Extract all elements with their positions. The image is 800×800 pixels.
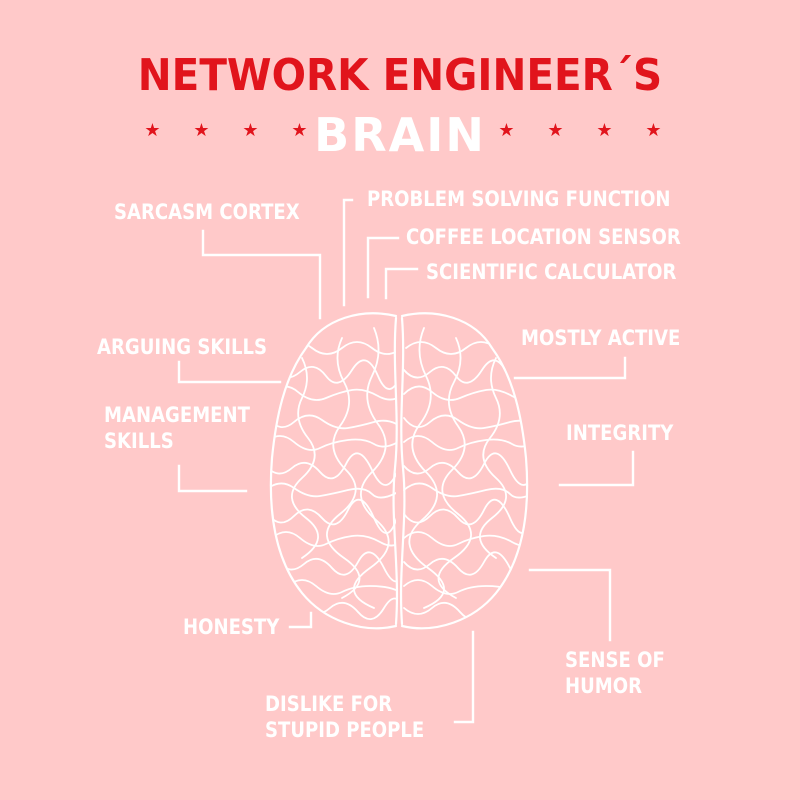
star-icon: ★ xyxy=(498,120,515,141)
coffee-leader-line xyxy=(366,236,400,299)
brain-illustration xyxy=(269,312,529,630)
label-mostly-active: MOSTLY ACTIVE xyxy=(521,326,681,350)
label-management-skills: SKILLS xyxy=(104,429,174,453)
sarcasm-leader-line xyxy=(201,229,322,320)
label-sense-of: SENSE OF xyxy=(565,648,665,672)
label-problem-solving: PROBLEM SOLVING FUNCTION xyxy=(367,187,671,211)
mostly-active-leader-line xyxy=(513,356,627,380)
star-icon: ★ xyxy=(291,120,308,141)
sense-leader-line xyxy=(528,568,612,642)
management-leader-line xyxy=(177,464,248,493)
label-management: MANAGEMENT xyxy=(104,403,250,427)
dislike-leader-line xyxy=(453,630,475,724)
star-icon: ★ xyxy=(596,120,613,141)
label-sarcasm-cortex: SARCASM CORTEX xyxy=(114,200,300,224)
star-icon: ★ xyxy=(645,120,662,141)
star-icon: ★ xyxy=(193,120,210,141)
label-stupid-people: STUPID PEOPLE xyxy=(265,718,425,742)
label-humor: HUMOR xyxy=(565,674,643,698)
label-dislike-for: DISLIKE FOR xyxy=(265,692,393,716)
honesty-leader-line xyxy=(288,611,313,629)
label-arguing-skills: ARGUING SKILLS xyxy=(97,335,268,359)
label-integrity: INTEGRITY xyxy=(566,421,674,445)
label-coffee-sensor: COFFEE LOCATION SENSOR xyxy=(406,225,681,249)
arguing-leader-line xyxy=(177,360,282,384)
page-title: NETWORK ENGINEER´S xyxy=(137,50,663,101)
star-icon: ★ xyxy=(144,120,161,141)
star-icon: ★ xyxy=(547,120,564,141)
star-icon: ★ xyxy=(242,120,259,141)
calculator-leader-line xyxy=(384,267,419,300)
problem-leader-line xyxy=(342,198,354,307)
integrity-leader-line xyxy=(558,450,635,487)
stars-left: ★ ★ ★ ★ xyxy=(128,120,324,141)
page-subtitle: BRAIN xyxy=(314,108,486,162)
label-scientific-calculator: SCIENTIFIC CALCULATOR xyxy=(426,260,677,284)
label-honesty: HONESTY xyxy=(183,615,280,639)
stars-right: ★ ★ ★ ★ xyxy=(482,120,678,141)
